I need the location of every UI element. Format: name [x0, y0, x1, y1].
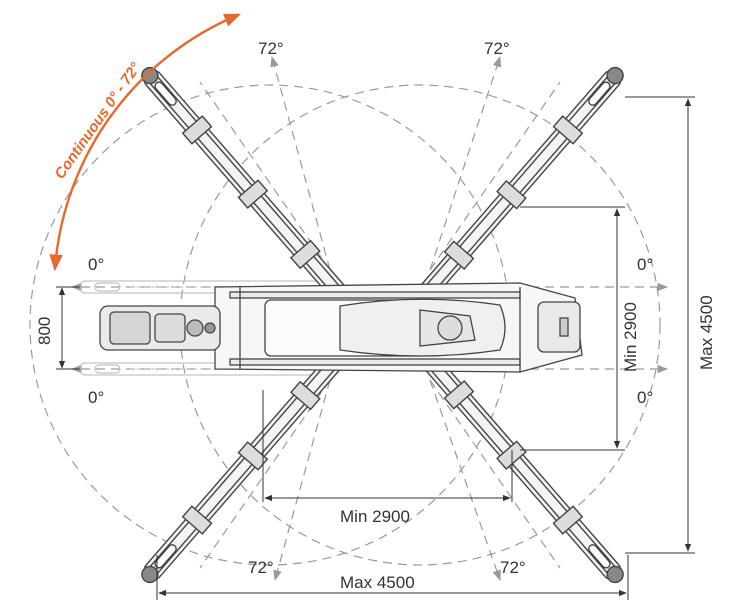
- outrigger-leg-top-right: [419, 66, 624, 300]
- dimension-min-width: Min 2900: [340, 507, 410, 526]
- angle-label-right-lower: 0°: [637, 388, 653, 407]
- dimension-lines: [56, 96, 695, 600]
- outrigger-leg-bottom-left: [141, 350, 346, 584]
- rotation-arrow-icon: [49, 13, 242, 272]
- angle-label-bottom-left: 72°: [248, 558, 274, 577]
- angle-label-left-lower: 0°: [88, 388, 104, 407]
- dimension-max-length: Max 4500: [697, 295, 716, 370]
- outrigger-leg-top-left: [141, 66, 346, 300]
- jib-head: [99, 305, 221, 351]
- dimension-track-width: 800: [35, 317, 54, 345]
- dimension-max-width: Max 4500: [340, 573, 415, 592]
- angle-label-left-upper: 0°: [88, 255, 104, 274]
- angle-label-bottom-right: 72°: [500, 558, 526, 577]
- outrigger-leg-bottom-right: [419, 350, 624, 584]
- rear-counterweight: [537, 301, 581, 353]
- angle-label-top-right: 72°: [484, 39, 510, 58]
- dimension-min-length: Min 2900: [621, 302, 640, 372]
- crane-body: [99, 282, 583, 373]
- angle-label-right-upper: 0°: [637, 255, 653, 274]
- rotation-label: Continuous 0° - 72°: [51, 59, 145, 182]
- angle-label-top-left: 72°: [258, 39, 284, 58]
